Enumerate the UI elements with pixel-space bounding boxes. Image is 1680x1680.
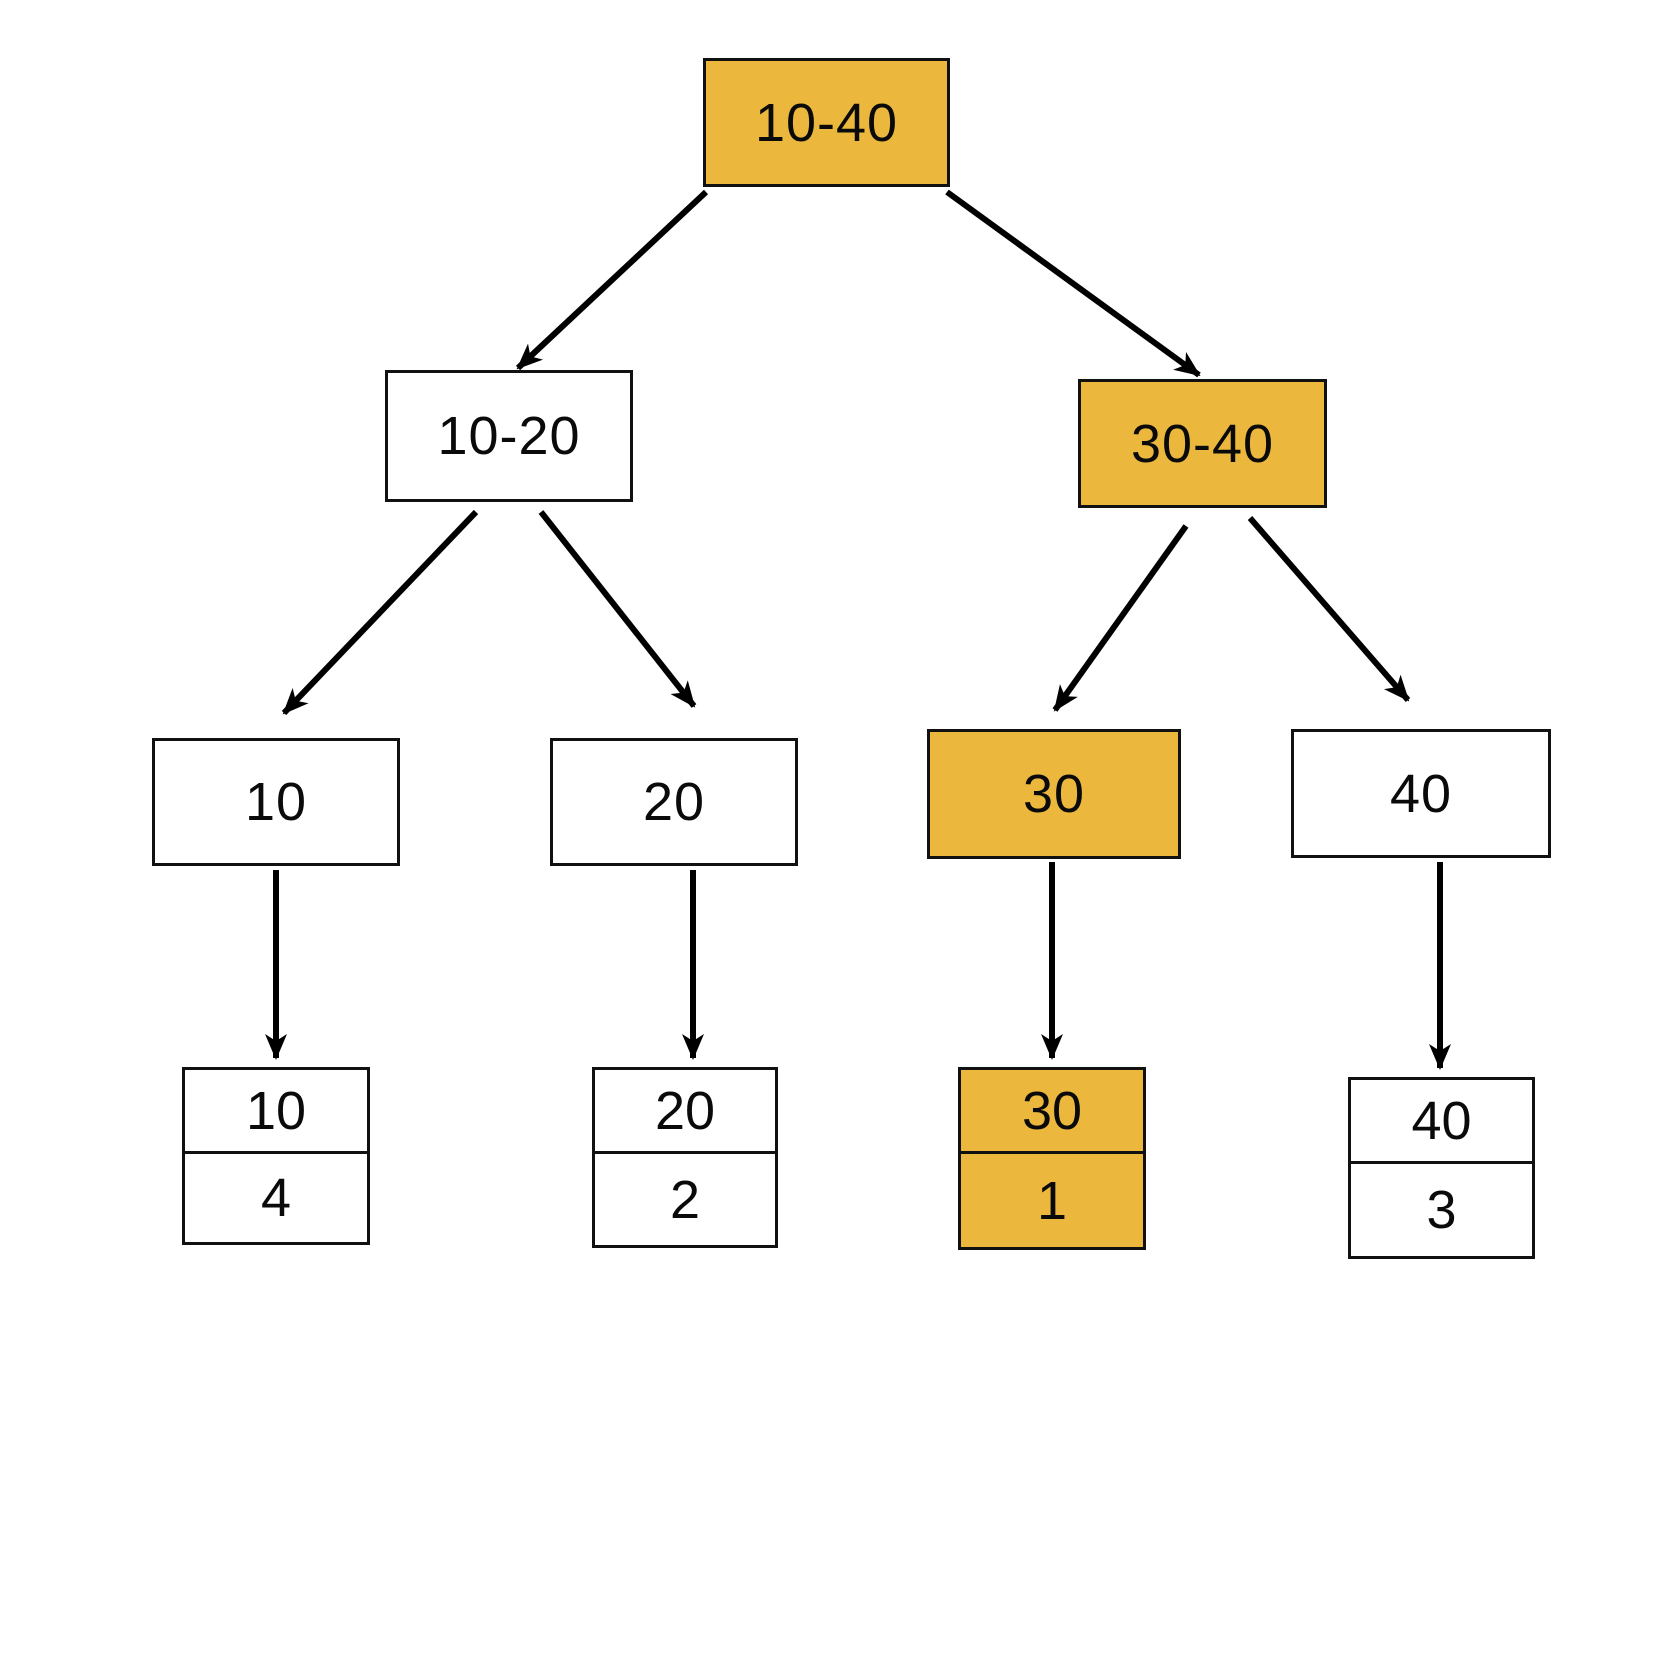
bucket-value: 2 bbox=[669, 1169, 701, 1230]
edge-30-40-to-30 bbox=[1052, 524, 1189, 712]
tree-node-40: 40 bbox=[1291, 729, 1551, 858]
leaf-bucket-10: 10 4 bbox=[182, 1067, 370, 1245]
edge-10-20-to-20 bbox=[538, 510, 697, 708]
bucket-value: 1 bbox=[1036, 1170, 1068, 1231]
bucket-key: 10 bbox=[185, 1070, 367, 1154]
leaf-bucket-30: 30 1 bbox=[958, 1067, 1146, 1250]
bucket-key: 20 bbox=[595, 1070, 775, 1154]
tree-node-10-20: 10-20 bbox=[385, 370, 633, 502]
bucket-key: 30 bbox=[961, 1070, 1143, 1154]
node-label: 20 bbox=[642, 772, 706, 832]
node-label: 10 bbox=[244, 772, 308, 832]
bucket-value: 3 bbox=[1426, 1180, 1457, 1240]
node-label: 40 bbox=[1389, 763, 1453, 824]
node-label: 30-40 bbox=[1130, 413, 1275, 474]
bucket-key: 40 bbox=[1351, 1080, 1532, 1164]
edge-10-20-to-10 bbox=[281, 509, 479, 716]
leaf-bucket-40: 40 3 bbox=[1348, 1077, 1535, 1259]
tree-node-10: 10 bbox=[152, 738, 400, 866]
edge-30-40-to-40 bbox=[1247, 516, 1411, 702]
edge-root-to-30-40 bbox=[945, 189, 1201, 378]
node-label: 10-20 bbox=[437, 406, 581, 466]
node-label: 30 bbox=[1022, 764, 1086, 824]
tree-node-30-40: 30-40 bbox=[1078, 379, 1327, 508]
edge-root-to-10-20 bbox=[515, 189, 709, 371]
node-label: 10-40 bbox=[754, 92, 899, 153]
bucket-value: 4 bbox=[260, 1168, 292, 1228]
tree-node-20: 20 bbox=[550, 738, 798, 866]
tree-node-30: 30 bbox=[927, 729, 1181, 859]
tree-node-10-40: 10-40 bbox=[703, 58, 950, 187]
leaf-bucket-20: 20 2 bbox=[592, 1067, 778, 1248]
